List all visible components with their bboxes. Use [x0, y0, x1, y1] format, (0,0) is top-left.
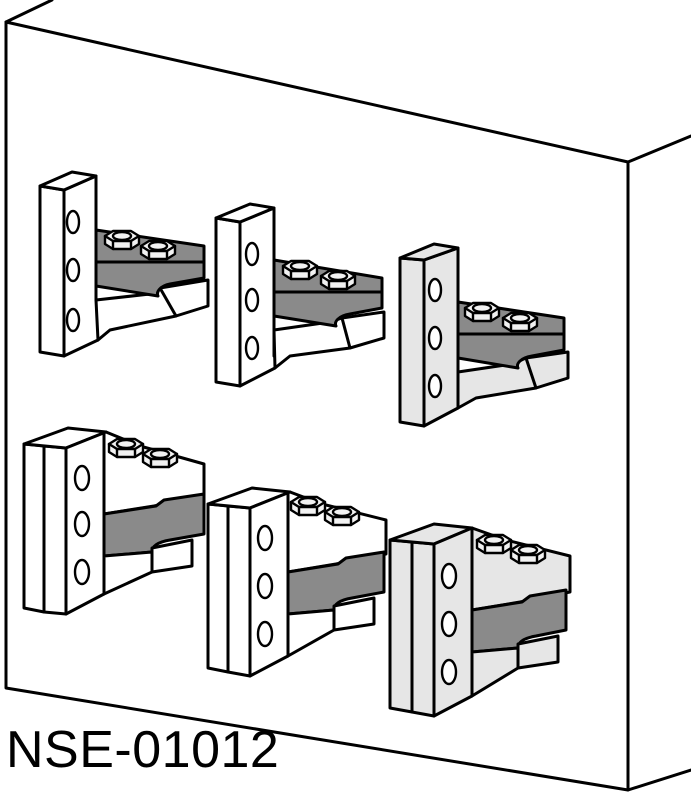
top-middle-bracket [214, 202, 386, 388]
top-right-bracket [398, 242, 570, 428]
bottom-middle-bracket [206, 486, 388, 678]
bottom-left-bracket [22, 426, 206, 616]
bottom-right-bracket [388, 522, 572, 718]
wall-plate [4, 0, 691, 792]
part-number-caption: NSE-01012 [6, 721, 280, 779]
top-left-bracket [38, 170, 210, 358]
